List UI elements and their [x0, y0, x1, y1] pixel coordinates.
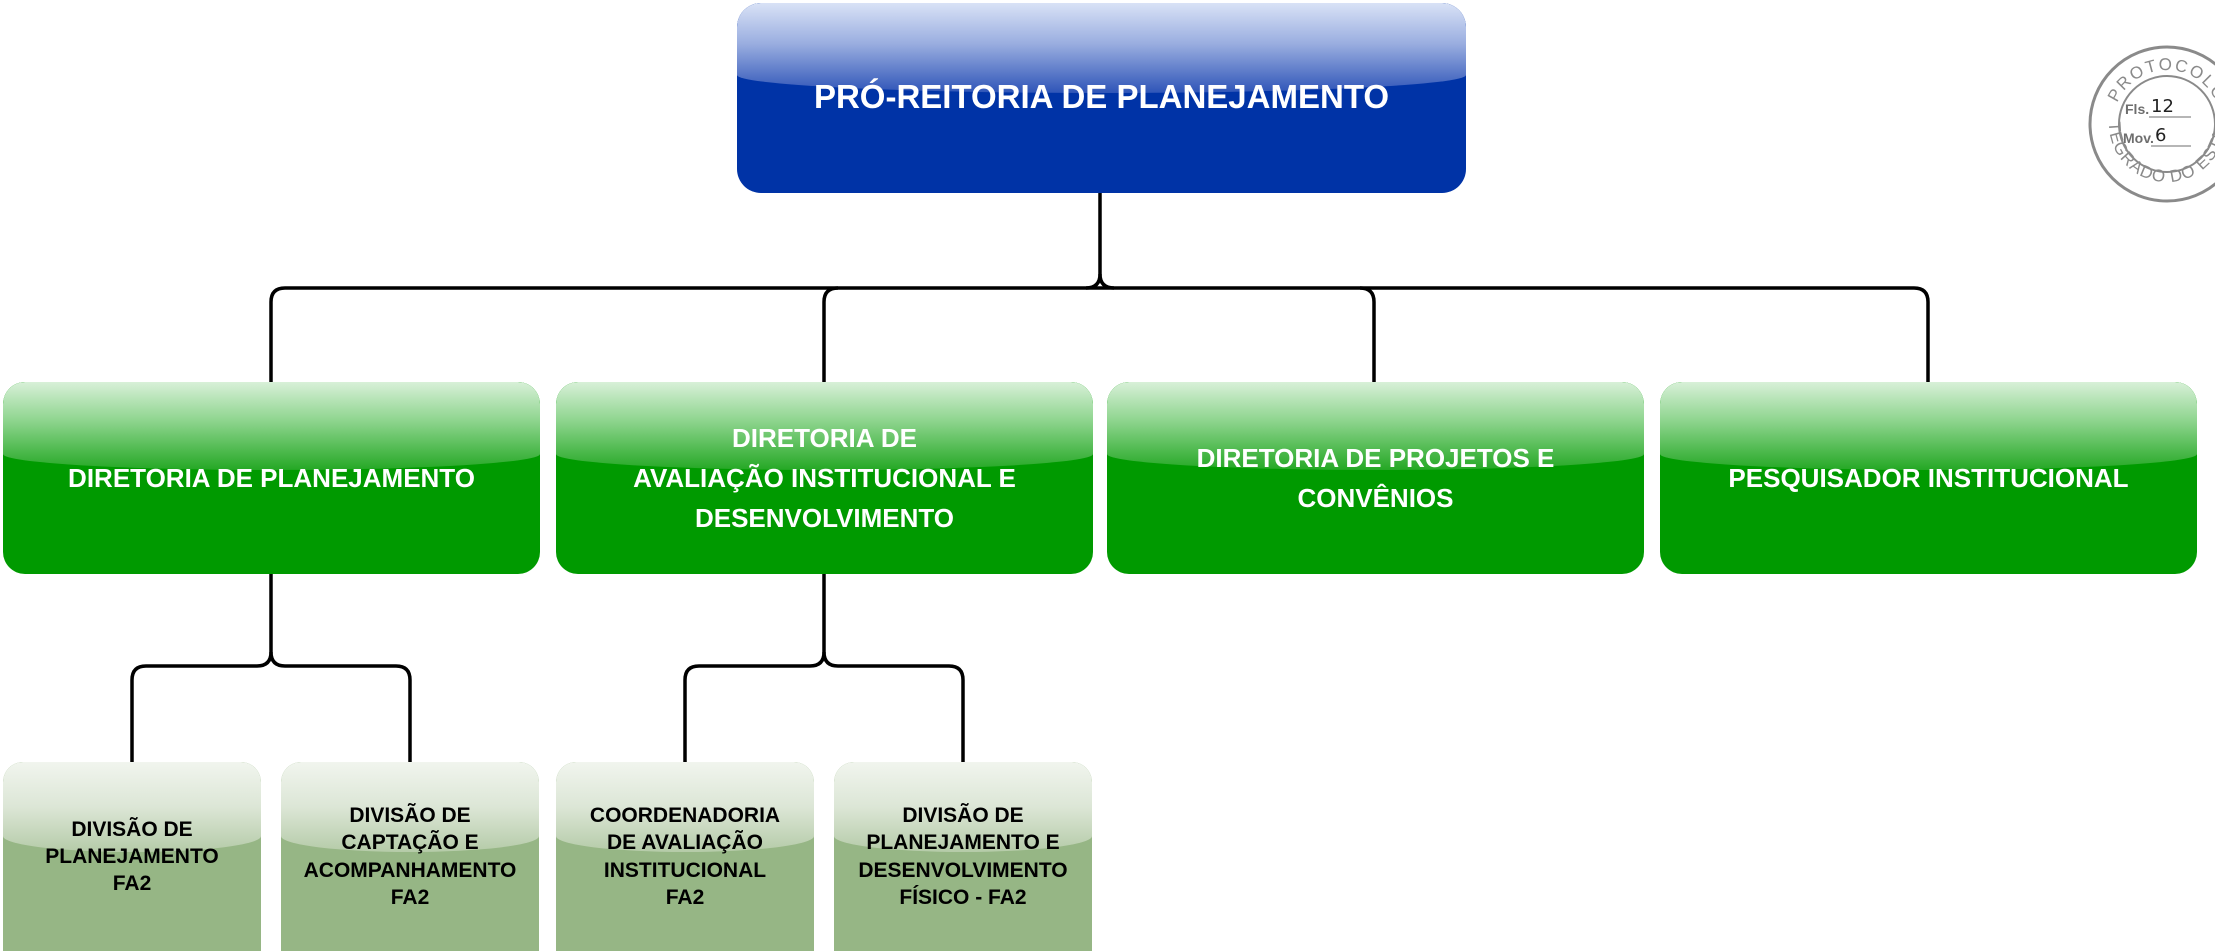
node-pesquisador-institucional: PESQUISADOR INSTITUCIONAL — [1660, 382, 2197, 574]
node-label: PRÓ-REITORIA DE PLANEJAMENTO — [813, 78, 1390, 115]
stamp-fls-value: 12 — [2151, 96, 2174, 117]
connector-root-right — [1098, 273, 1115, 290]
node-label: DIVISÃO DE CAPTAÇÃO E ACOMPANHAMENTO FA2 — [303, 803, 517, 909]
connector-dir1-trunk — [130, 574, 273, 762]
node-label: DIVISÃO DE PLANEJAMENTO E DESENVOLVIMENT… — [858, 803, 1068, 909]
connector-to-dir-1 — [269, 286, 286, 382]
node-pro-reitoria-planejamento: PRÓ-REITORIA DE PLANEJAMENTO — [737, 3, 1466, 193]
connector-to-dir-3 — [1359, 286, 1376, 382]
node-label: DIRETORIA DE AVALIAÇÃO INSTITUCIONAL E D… — [633, 422, 1016, 534]
connector-dir2-right — [822, 651, 965, 762]
node-coordenadoria-avaliacao-institucional: COORDENADORIA DE AVALIAÇÃO INSTITUCIONAL… — [556, 762, 814, 951]
node-divisao-planejamento-desenvolvimento-fisico: DIVISÃO DE PLANEJAMENTO E DESENVOLVIMENT… — [834, 762, 1092, 951]
node-gloss — [3, 382, 540, 470]
node-label: DIVISÃO DE PLANEJAMENTO FA2 — [45, 817, 219, 896]
node-label: DIRETORIA DE PLANEJAMENTO — [68, 462, 475, 493]
node-label: DIRETORIA DE PROJETOS E CONVÊNIOS — [1196, 442, 1555, 513]
connector-root-trunk — [1085, 193, 1102, 290]
stamp-fls-label: Fls. — [2125, 101, 2149, 117]
stamp-seal-icon: PROTOCOLO INTEGRADO DO ESTADO Fls. Mov. — [2080, 29, 2215, 203]
node-label: COORDENADORIA DE AVALIAÇÃO INSTITUCIONAL… — [589, 803, 781, 909]
connector-dir1-right — [269, 651, 412, 762]
protocol-stamp: PROTOCOLO INTEGRADO DO ESTADO Fls. Mov. … — [2080, 29, 2215, 204]
node-diretoria-projetos-convenios: DIRETORIA DE PROJETOS E CONVÊNIOS — [1107, 382, 1644, 574]
node-gloss — [1660, 382, 2197, 470]
node-diretoria-planejamento: DIRETORIA DE PLANEJAMENTO — [3, 382, 540, 574]
connector-to-dir-2 — [822, 286, 839, 382]
stamp-mov-label: Mov. — [2123, 130, 2154, 146]
node-label: PESQUISADOR INSTITUCIONAL — [1728, 462, 2129, 493]
connector-to-dir-4 — [1913, 286, 1930, 382]
connector-dir2-trunk — [683, 574, 826, 762]
node-diretoria-avaliacao-institucional: DIRETORIA DE AVALIAÇÃO INSTITUCIONAL E D… — [556, 382, 1093, 574]
node-divisao-captacao-acompanhamento: DIVISÃO DE CAPTAÇÃO E ACOMPANHAMENTO FA2 — [281, 762, 539, 951]
stamp-mov-value: 6 — [2155, 125, 2167, 146]
node-divisao-planejamento: DIVISÃO DE PLANEJAMENTO FA2 — [3, 762, 261, 951]
